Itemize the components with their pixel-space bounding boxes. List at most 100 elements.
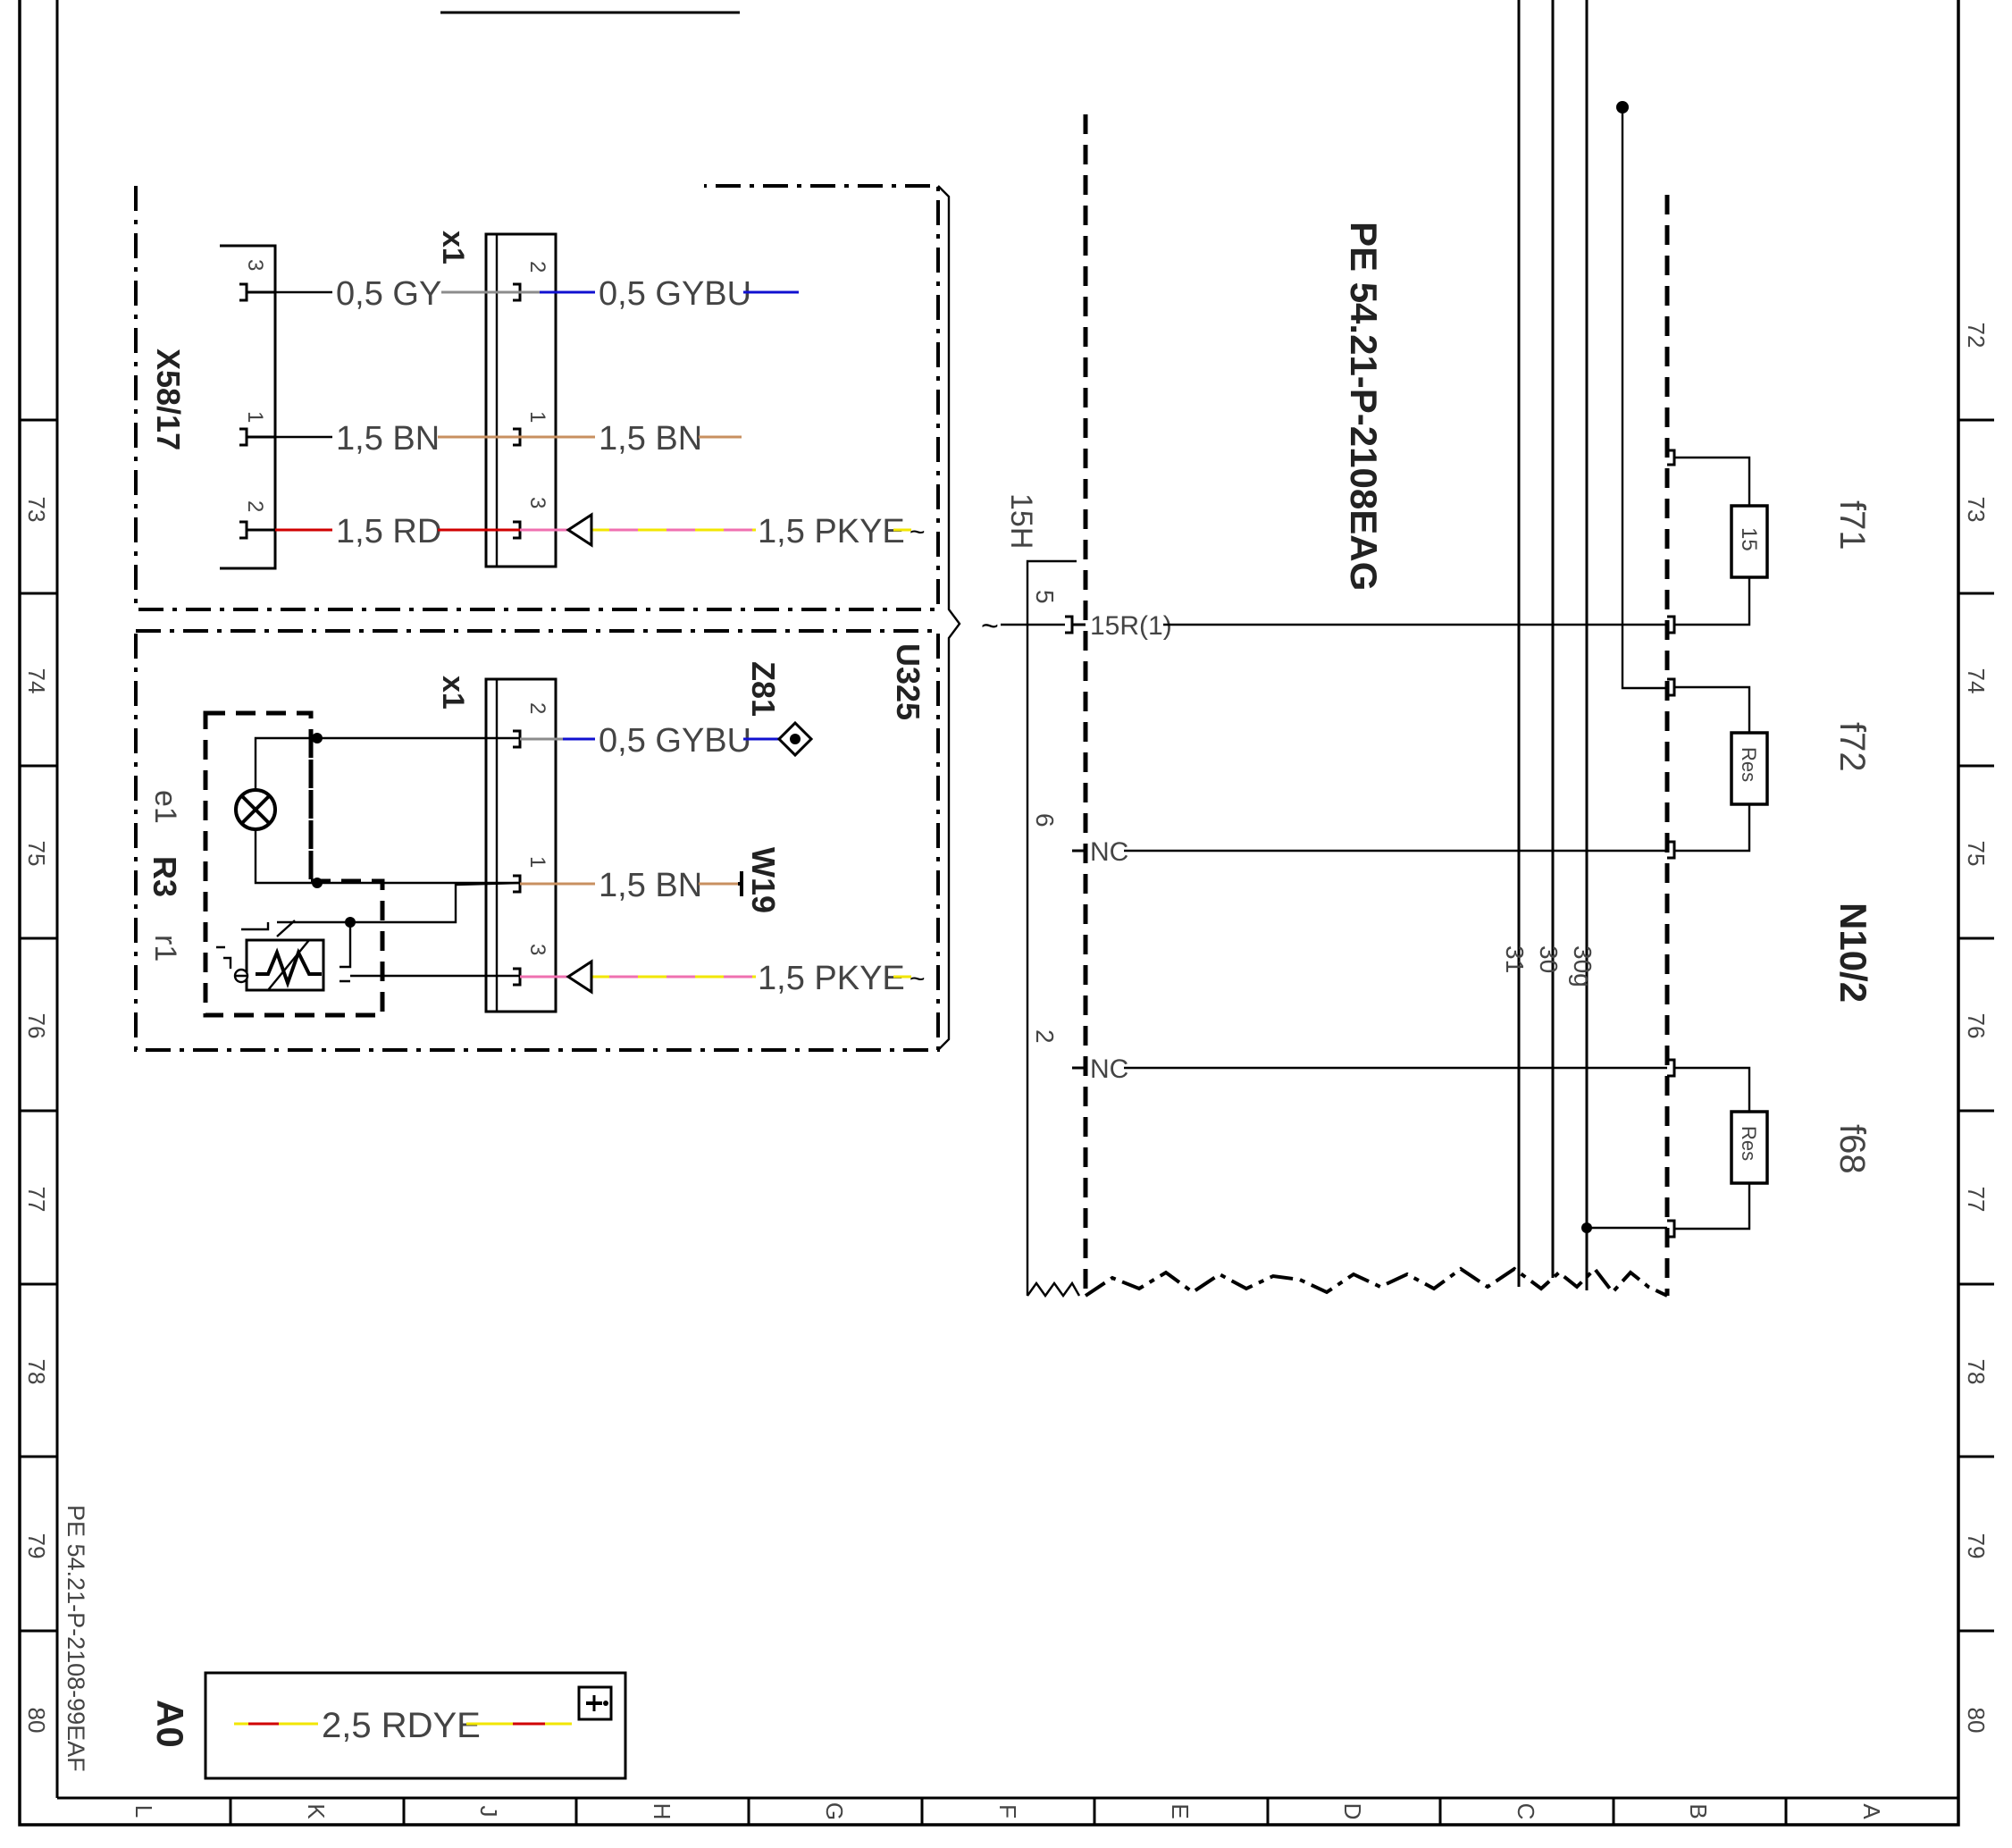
- row-label-75-right: 75: [1963, 841, 1990, 867]
- wire-label-bn-left: 1,5 BN: [336, 420, 440, 458]
- a0-label: A0: [149, 1700, 191, 1748]
- col-label-J: J: [475, 1806, 502, 1818]
- row-label-80-left: 80: [23, 1708, 50, 1734]
- wire-label-bn-right: 1,5 BN: [599, 420, 702, 458]
- row-label-79-right: 79: [1963, 1533, 1990, 1559]
- lower-wires: 0,5 GYBU 1,5 BN 1,5 PKYE ~: [520, 720, 926, 997]
- row-label-78-right: 78: [1963, 1359, 1990, 1385]
- fuse-f71-value: 15: [1737, 527, 1761, 551]
- wire-label-pkye-lower: 1,5 PKYE: [758, 960, 905, 997]
- e1-label: e1: [148, 790, 182, 824]
- sig-15r-label: 15R(1): [1090, 611, 1172, 641]
- row-label-77-right: 77: [1963, 1187, 1990, 1213]
- x1-lower-connector: x1 2 1 3: [436, 676, 557, 1013]
- wire-label-bn-lower: 1,5 BN: [599, 867, 702, 904]
- col-label-H: H: [649, 1803, 675, 1820]
- wire-break-15r-icon: ~: [981, 609, 999, 643]
- pin-5-label: 5: [1031, 590, 1059, 604]
- u325-label: U325: [890, 643, 926, 720]
- row-label-79-left: 79: [23, 1533, 50, 1559]
- pin-15h-label: 15H: [1004, 493, 1038, 549]
- col-label-F: F: [994, 1804, 1021, 1819]
- tear-line: [1084, 1265, 1668, 1298]
- sig-nc1-label: NC: [1090, 837, 1128, 867]
- row-label-72-right: 72: [1963, 323, 1990, 349]
- row-label-73-left: 73: [23, 497, 50, 523]
- x1-upper-pin-2: 2: [525, 261, 549, 273]
- sheet-frame: [18, 0, 1994, 1827]
- col-label-C: C: [1513, 1803, 1539, 1820]
- upper-wires: 0,5 GY 0,5 GYBU 1,5 BN 1,5 BN 1,5 RD 1,5…: [275, 275, 926, 550]
- pe-reference-label: PE 54.21-P-2108EAG: [1343, 222, 1385, 591]
- document-code: PE 54.21-P-2108-99EAF: [63, 1505, 89, 1772]
- row-label-77-left: 77: [23, 1187, 50, 1213]
- fuse-f72-value: Res: [1738, 747, 1760, 782]
- row-label-75-left: 75: [23, 841, 50, 867]
- bus-lines: 31 30 30g: [1501, 0, 1667, 1290]
- fuse-f68: [1730, 1110, 1769, 1185]
- bus-30-label: 30: [1535, 945, 1563, 973]
- x58-17-label: X58/17: [150, 349, 187, 450]
- f72-label: f72: [1832, 722, 1872, 772]
- a0-group: A0 2,5 RDYE: [149, 1671, 627, 1780]
- x58-17-pin-3: 3: [243, 259, 267, 271]
- col-label-B: B: [1685, 1803, 1712, 1819]
- ground-w19-icon: [738, 871, 743, 896]
- row-label-73-right: 73: [1963, 497, 1990, 523]
- triangle-marker-lower: [566, 959, 593, 995]
- x1-upper-connector: x1 2 1 3: [436, 231, 557, 568]
- row-label-80-right: 80: [1963, 1708, 1990, 1734]
- col-label-E: E: [1167, 1803, 1194, 1819]
- bus-31-label: 31: [1501, 945, 1529, 973]
- wire-label-rdye: 2,5 RDYE: [322, 1706, 481, 1745]
- row-label-76-right: 76: [1963, 1013, 1990, 1039]
- wire-label-gy: 0,5 GY: [336, 275, 441, 313]
- x1-lower-pin-3: 3: [525, 944, 549, 955]
- wire-label-pkye-upper: 1,5 PKYE: [758, 513, 905, 550]
- row-labels-right: 72 73 74 75 76 77 78 79 80: [1963, 323, 1990, 1734]
- fuse-f68-value: Res: [1738, 1126, 1760, 1161]
- row-label-74-left: 74: [23, 668, 50, 694]
- x1-lower-pin-2: 2: [525, 702, 549, 714]
- wire-label-rd: 1,5 RD: [336, 513, 441, 550]
- r3-label: R3: [147, 856, 183, 897]
- fuse-f72: [1730, 731, 1769, 806]
- r1-label: r1: [148, 935, 182, 962]
- n10-2-label: N10/2: [1832, 903, 1874, 1003]
- wire-break-lower-icon: ~: [910, 964, 926, 994]
- row-label-76-left: 76: [23, 1013, 50, 1039]
- pin-6-label: 6: [1031, 813, 1059, 827]
- col-label-L: L: [130, 1805, 157, 1818]
- f71-label: f71: [1832, 500, 1872, 550]
- wire-label-gybu-upper: 0,5 GYBU: [599, 275, 751, 313]
- column-labels: L K J H G F E D C B A: [130, 1802, 1885, 1820]
- x1-upper-pin-3: 3: [525, 497, 549, 508]
- x58-17-pin-1: 1: [243, 411, 267, 423]
- bus-30g-label: 30g: [1569, 945, 1597, 987]
- row-labels-left: 73 74 75 76 77 78 79 80: [23, 497, 50, 1734]
- x58-17-pin-2: 2: [243, 500, 267, 512]
- w19-label: W19: [745, 847, 782, 913]
- x1-upper-label: x1: [436, 231, 470, 265]
- col-label-G: G: [821, 1802, 848, 1820]
- z81-label: Z81: [745, 661, 782, 717]
- row-label-78-left: 78: [23, 1359, 50, 1385]
- col-label-A: A: [1858, 1803, 1885, 1819]
- x1-lower-label: x1: [436, 676, 470, 710]
- n10-2-fuse-block: N10/2 15 f71 Res f72 Res f68: [1664, 195, 1874, 1296]
- x1-upper-pin-1: 1: [525, 411, 549, 423]
- u325-group: U325 Z81 W19 e1 R3 r1: [134, 629, 940, 1052]
- triangle-marker-upper: [566, 512, 593, 548]
- f68-label: f68: [1832, 1124, 1872, 1174]
- sig-nc2-label: NC: [1090, 1054, 1128, 1084]
- fuse-f71: [1730, 504, 1769, 579]
- col-label-D: D: [1339, 1803, 1366, 1820]
- row-label-74-right: 74: [1963, 668, 1990, 694]
- x58-17-group: X58/17 3 1 2: [134, 184, 961, 1051]
- thermistor-icon: [256, 947, 322, 989]
- wire-label-gybu-lower: 0,5 GYBU: [599, 722, 751, 760]
- pin-2-label: 2: [1031, 1029, 1059, 1044]
- x1-lower-pin-1: 1: [525, 856, 549, 868]
- info-icon[interactable]: [577, 1685, 613, 1721]
